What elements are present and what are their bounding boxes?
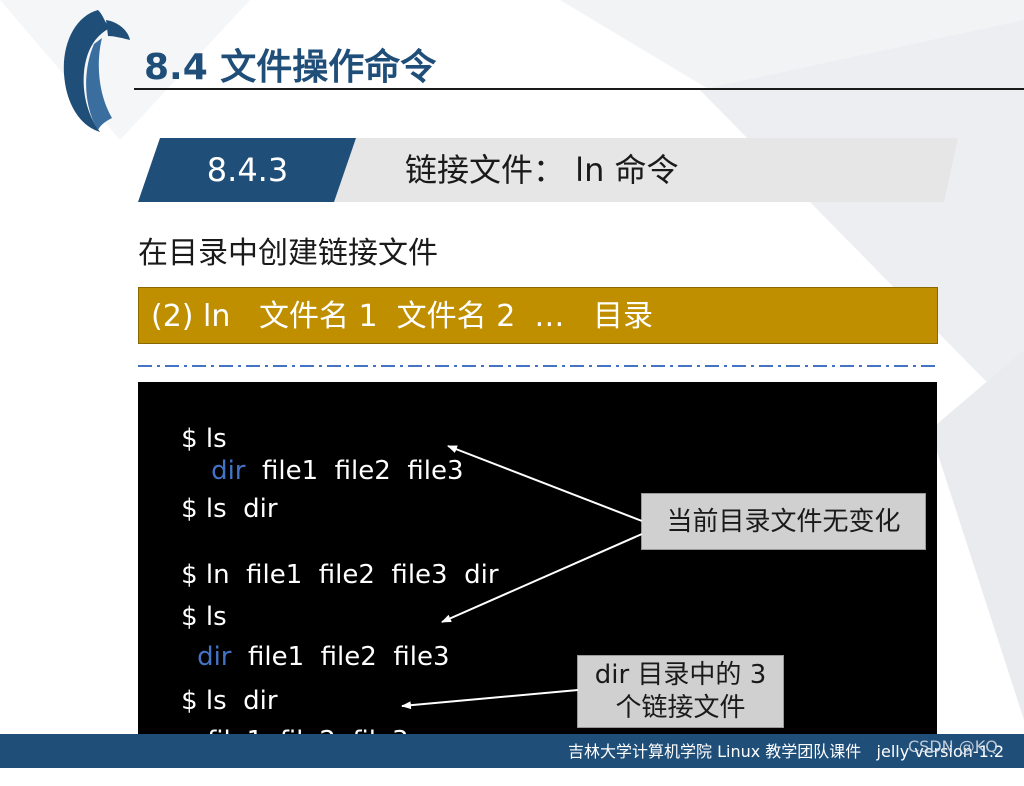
terminal-line: $ ls [148, 572, 227, 662]
footer-text: 吉林大学计算机学院 Linux 教学团队课件 jelly version-1.2 [568, 742, 1005, 761]
terminal-files: file1 file2 file3 [245, 456, 464, 486]
terminal-prompt: $ ls [181, 424, 227, 454]
callout-links-line1: dir 目录中的 3 [594, 660, 767, 690]
terminal-line: $ ls [148, 394, 227, 484]
callout-links-line2: 个链接文件 [615, 693, 746, 723]
terminal-line: dir file1 file2 file3 [164, 612, 450, 702]
title-underline [134, 88, 1024, 90]
terminal-prompt: $ ln file1 file2 file3 dir [181, 560, 499, 590]
callout-unchanged: 当前目录文件无变化 [641, 493, 926, 550]
page-title: 8.4 文件操作命令 [144, 47, 437, 88]
section-banner [138, 138, 958, 202]
terminal-dir-name: dir [197, 642, 232, 672]
terminal-output: $ ls dir file1 file2 file3 $ ls dir $ ln… [138, 382, 937, 756]
dash-dot-divider [138, 365, 938, 367]
syntax-box: (2) ln 文件名 1 文件名 2 … 目录 [138, 287, 938, 344]
terminal-prompt: $ ls dir [181, 686, 278, 716]
terminal-line: dir file1 file2 file3 [178, 426, 464, 516]
terminal-dir-name: dir [211, 456, 246, 486]
terminal-prompt: $ ls [181, 602, 227, 632]
terminal-files: file1 file2 file3 [231, 642, 450, 672]
terminal-prompt: $ ls dir [181, 494, 278, 524]
terminal-line: $ ls dir [148, 656, 278, 746]
callout-links: dir 目录中的 3 个链接文件 [577, 655, 784, 728]
section-heading: 链接文件： ln 命令 [405, 151, 679, 189]
penguin-logo-icon [63, 10, 130, 132]
footer-bar [0, 734, 1024, 768]
subtitle: 在目录中创建链接文件 [138, 236, 438, 271]
terminal-line: $ ls dir [148, 464, 278, 554]
watermark: CSDN @KQ [908, 737, 998, 756]
section-number: 8.4.3 [206, 151, 289, 189]
